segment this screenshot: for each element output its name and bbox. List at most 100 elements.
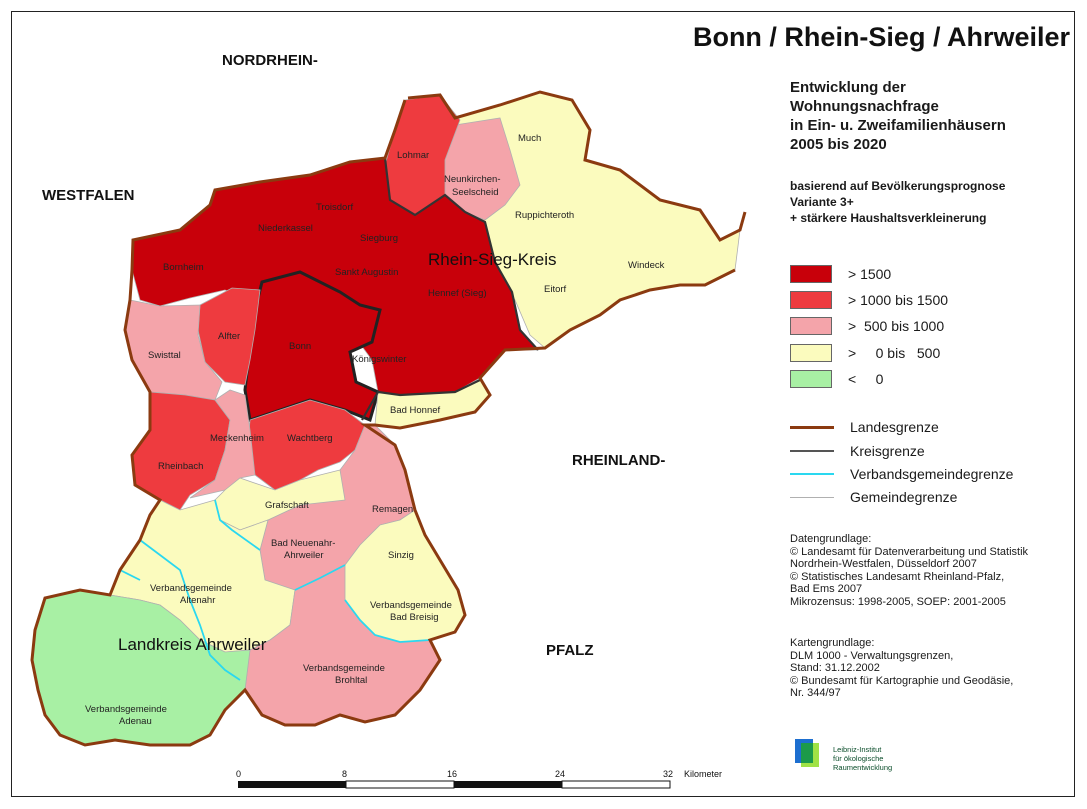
logo-text-line: Leibniz-Institut [833, 745, 882, 754]
label-rheinland: RHEINLAND- [572, 452, 665, 469]
label-troisdorf: Troisdorf [316, 202, 353, 213]
label-bonn: Bonn [289, 341, 311, 352]
label-hennef: Hennef (Sieg) [428, 288, 487, 299]
scale-tick-32: 32 [663, 769, 673, 779]
label-vg-brohltal-1: Verbandsgemeinde [303, 663, 385, 674]
subtitle-line: Wohnungsnachfrage [790, 98, 939, 115]
label-grafschaft: Grafschaft [265, 500, 309, 511]
vg-boundary [119, 499, 431, 681]
ioer-logo-icon [795, 739, 819, 767]
scale-segment-3 [454, 781, 562, 788]
carto-line: Nr. 344/97 [790, 687, 841, 699]
label-remagen: Remagen [372, 504, 413, 515]
label-neunkirchen: Neunkirchen- [444, 174, 501, 185]
label-vg-adenau-1: Verbandsgemeinde [85, 704, 167, 715]
label-eitorf: Eitorf [544, 284, 567, 295]
scale-segment-4 [561, 780, 671, 789]
landes-boundary [30, 90, 747, 747]
data-source: Datengrundlage: © Landesamt für Datenver… [790, 533, 1075, 608]
label-seelscheid: Seelscheid [452, 187, 498, 198]
label-ruppichteroth: Ruppichteroth [515, 210, 574, 221]
label-sinzig: Sinzig [388, 550, 414, 561]
label-bornheim: Bornheim [163, 262, 204, 273]
scale-tick-0: 0 [236, 769, 241, 779]
note-line: Variante 3+ [790, 195, 854, 209]
legend-label: > 1000 bis 1500 [848, 292, 949, 308]
subtitle-line: 2005 bis 2020 [790, 136, 887, 153]
legend-line-verbandsgemeindegrenze: Verbandsgemeindegrenze [790, 464, 1013, 484]
legend-line-kreisgrenze: Kreisgrenze [790, 441, 925, 461]
ioer-logo-text: Leibniz-Institut für ökologische Raument… [833, 745, 892, 772]
legend-line-swatch [790, 425, 834, 429]
carto-line: Kartengrundlage: [790, 637, 875, 649]
map-subtitle: Entwicklung der Wohnungsnachfrage in Ein… [790, 78, 1060, 154]
legend-label: < 0 [848, 371, 884, 387]
label-bad-neuenahr: Bad Neuenahr- [271, 538, 335, 549]
label-vg-bad-breisig-1: Verbandsgemeinde [370, 600, 452, 611]
label-westfalen: WESTFALEN [42, 187, 135, 204]
label-bad-honnef: Bad Honnef [390, 405, 441, 416]
logo-text-line: Raumentwicklung [833, 763, 893, 772]
label-rheinbach: Rheinbach [158, 461, 203, 472]
label-meckenheim: Meckenheim [210, 433, 264, 444]
legend-label: > 1500 [848, 266, 892, 282]
scale-segment-1 [238, 781, 346, 788]
carto-line: © Bundesamt für Kartographie und Geodäsi… [790, 674, 1014, 687]
subtitle-line: in Ein- u. Zweifamilienhäusern [790, 117, 1006, 134]
legend-swatch [790, 291, 832, 309]
label-swisttal: Swisttal [148, 350, 181, 361]
kreis-boundary [361, 157, 539, 421]
legend-swatch [790, 370, 832, 388]
source-line: © Statistisches Landesamt Rheinland-Pfal… [790, 570, 1005, 583]
legend-swatch [790, 344, 832, 362]
legend-swatch [790, 265, 832, 283]
label-vg-altenahr-2: Altenahr [180, 595, 215, 606]
label-lohmar: Lohmar [397, 150, 429, 161]
legend-class-5: < 0 [790, 369, 883, 389]
label-nordrhein: NORDRHEIN- [222, 52, 318, 69]
label-koenigswinter: Königswinter [352, 354, 406, 365]
scale-tick-16: 16 [447, 769, 457, 779]
scale-segment-2 [345, 780, 455, 789]
source-line: Mikrozensus: 1998-2005, SOEP: 2001-2005 [790, 595, 1006, 608]
projection-note: basierend auf Bevölkerungsprognose Varia… [790, 178, 1070, 226]
legend-line-landesgrenze: Landesgrenze [790, 417, 939, 437]
note-line: + stärkere Haushaltsverkleinerung [790, 211, 987, 225]
label-vg-adenau-2: Adenau [119, 716, 152, 727]
carto-line: Stand: 31.12.2002 [790, 662, 880, 674]
map-title: Bonn / Rhein-Sieg / Ahrweiler [692, 22, 1070, 52]
map-frame [11, 11, 1075, 797]
legend-label: > 0 bis 500 [848, 345, 941, 361]
source-line: Nordrhein-Westfalen, Düsseldorf 2007 [790, 558, 977, 570]
label-pfalz: PFALZ [546, 642, 594, 659]
legend-class-4: > 0 bis 500 [790, 343, 940, 363]
legend-line-swatch [790, 450, 834, 452]
scale-tick-24: 24 [555, 769, 565, 779]
subtitle-line: Entwicklung der [790, 79, 906, 96]
label-ahrweiler: Ahrweiler [284, 550, 324, 561]
logo-text-line: für ökologische [833, 754, 884, 763]
legend-line-swatch [790, 473, 834, 475]
label-vg-bad-breisig-2: Bad Breisig [390, 612, 439, 623]
label-much: Much [518, 133, 541, 144]
note-line: basierend auf Bevölkerungsprognose [790, 179, 1006, 193]
legend-class-2: > 1000 bis 1500 [790, 290, 948, 310]
label-rhein-sieg-kreis: Rhein-Sieg-Kreis [428, 250, 557, 269]
legend-swatch [790, 317, 832, 335]
legend-class-1: > 1500 [790, 264, 891, 284]
legend-line-gemeindegrenze: Gemeindegrenze [790, 487, 957, 507]
label-vg-altenahr-1: Verbandsgemeinde [150, 583, 232, 594]
legend-label: > 500 bis 1000 [848, 318, 945, 334]
carto-line: DLM 1000 - Verwaltungsgrenzen, [790, 649, 954, 662]
label-niederkassel: Niederkassel [258, 223, 313, 234]
scale-tick-8: 8 [342, 769, 347, 779]
map-source: Kartengrundlage: DLM 1000 - Verwaltungsg… [790, 637, 1075, 700]
source-line: Bad Ems 2007 [790, 583, 863, 595]
label-vg-brohltal-2: Brohltal [335, 675, 367, 686]
source-line: © Landesamt für Datenverarbeitung und St… [790, 545, 1029, 558]
label-landkreis-ahrweiler: Landkreis Ahrweiler [118, 635, 267, 654]
label-windeck: Windeck [628, 260, 665, 271]
area-alfter [197, 287, 261, 386]
legend-label: Kreisgrenze [850, 443, 925, 459]
